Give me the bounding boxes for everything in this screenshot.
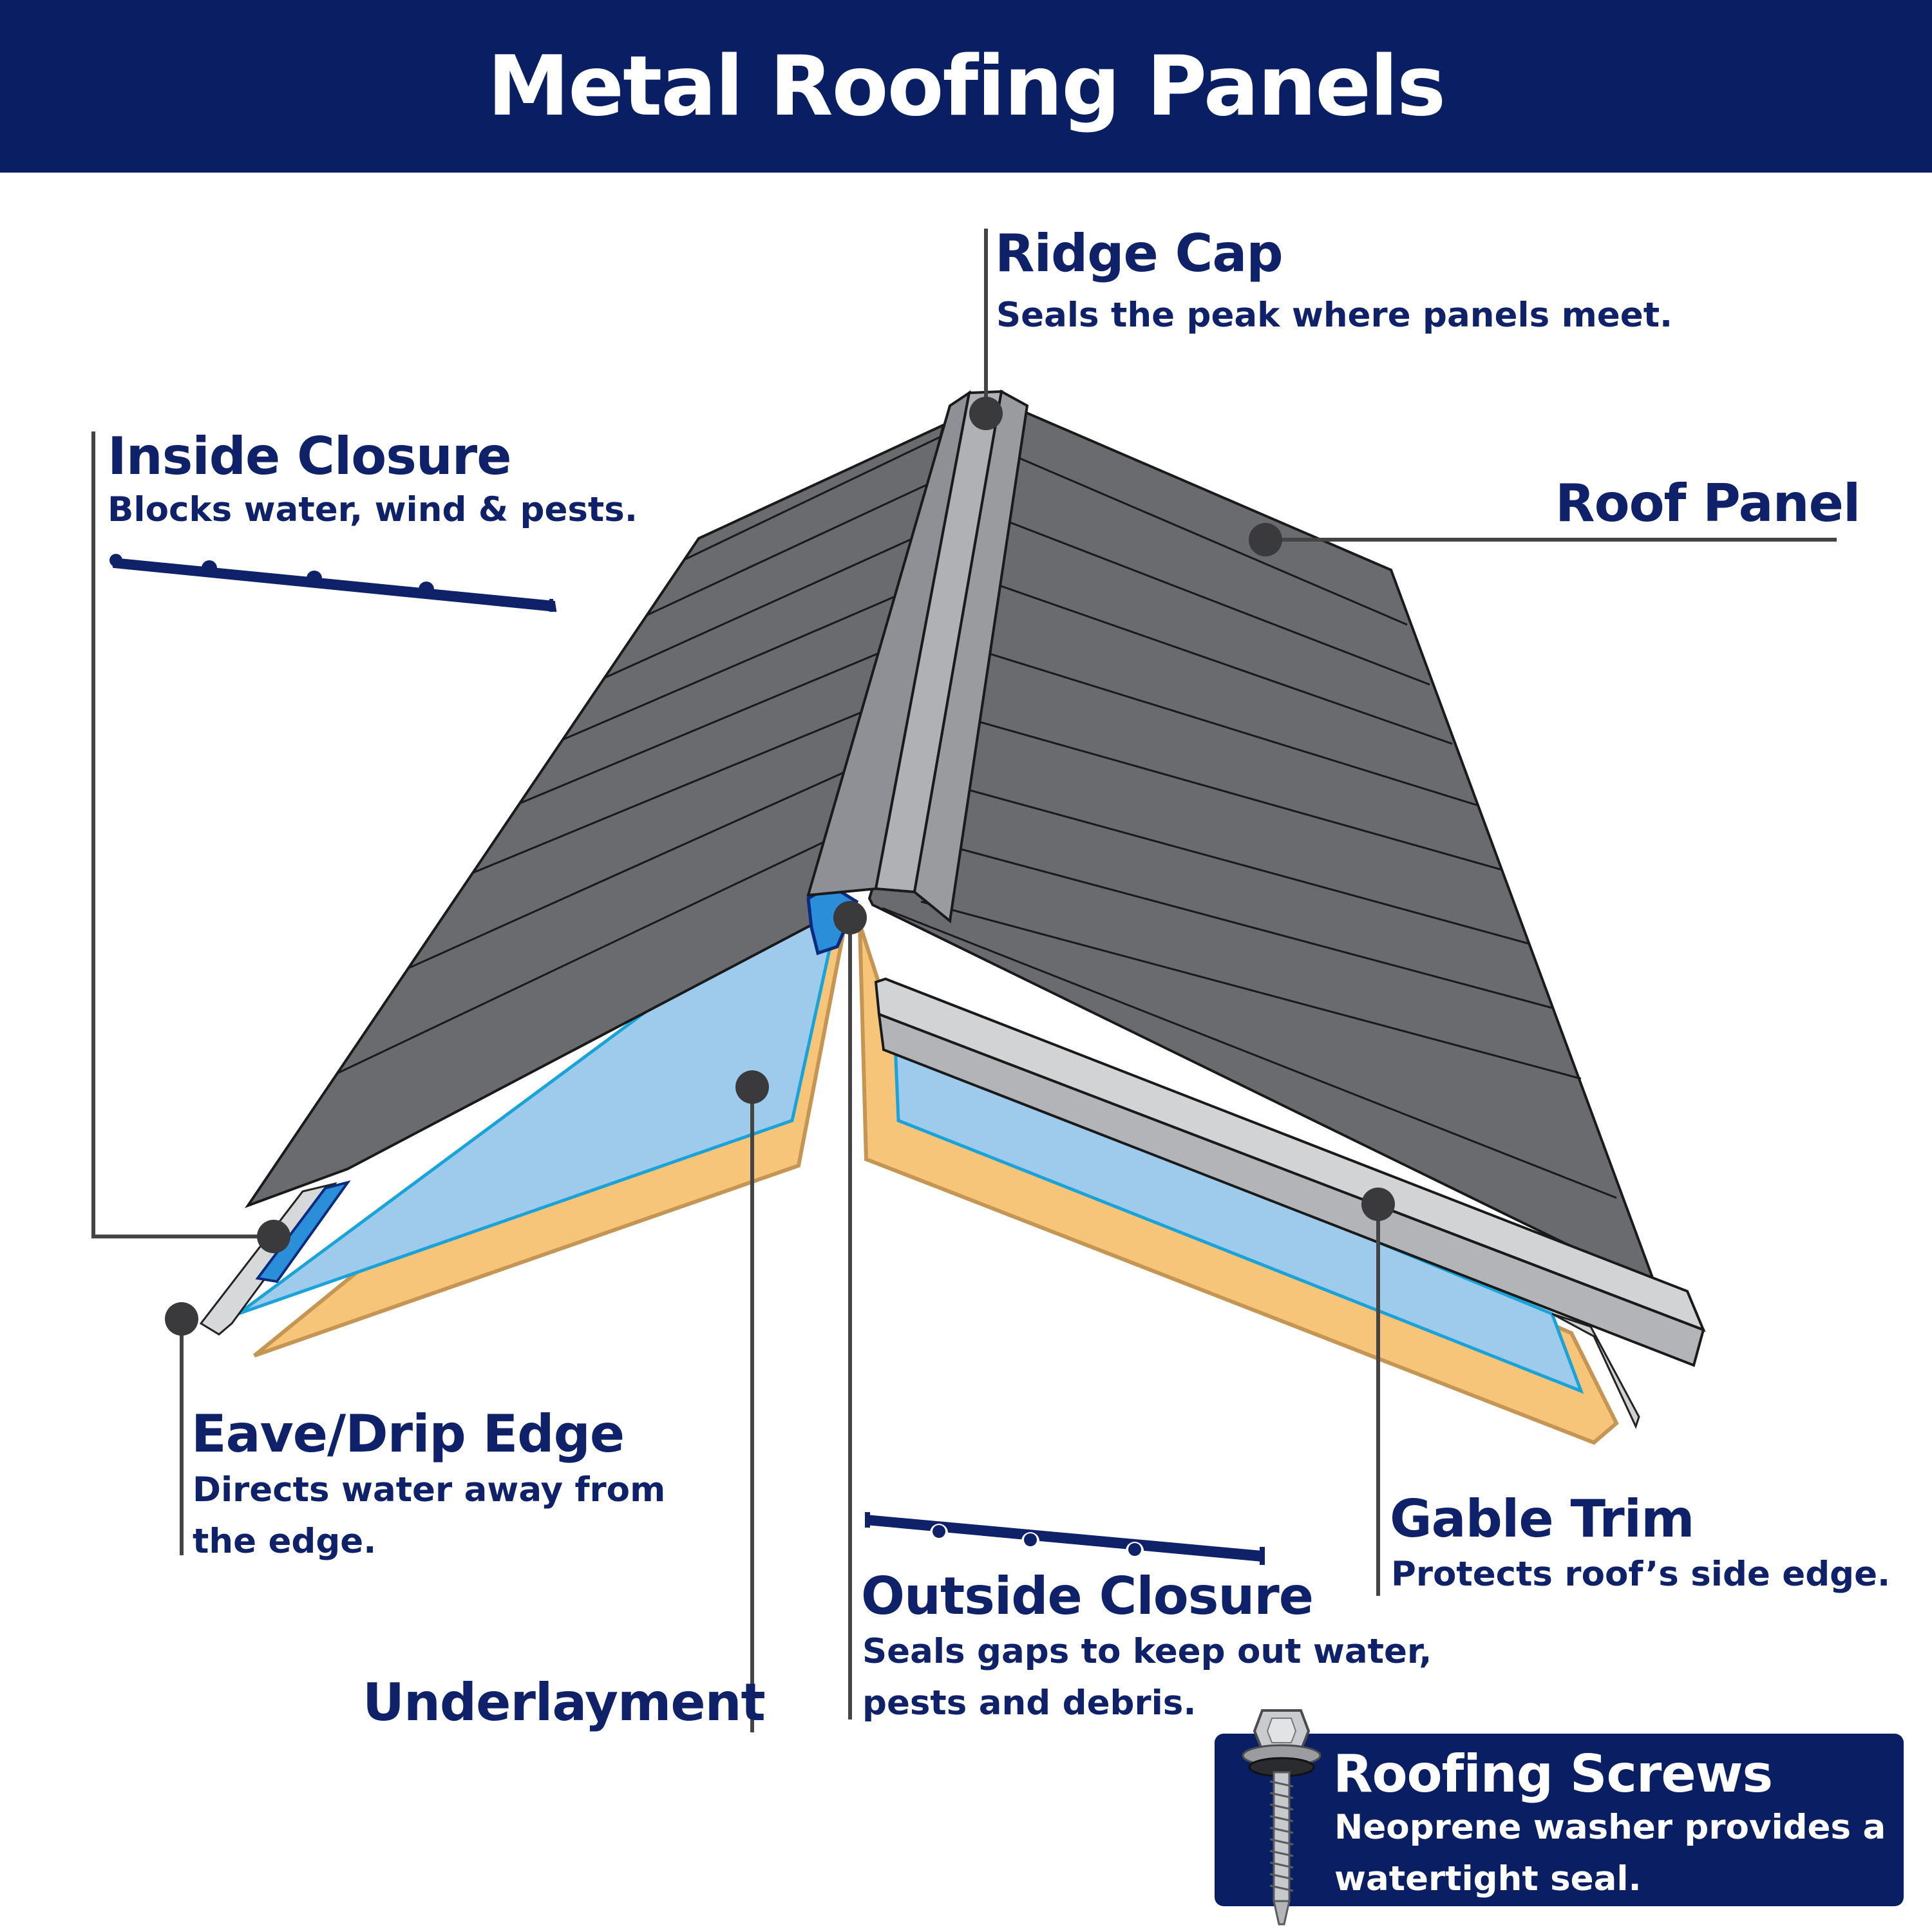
eave-drip-edge-desc: Directs water away from the edge. xyxy=(193,1470,666,1561)
inside-closure-strip-icon xyxy=(109,554,557,612)
right-drip-edge xyxy=(1551,1312,1640,1430)
ridge-cap-title: Ridge Cap xyxy=(995,223,1283,283)
inside-closure-desc: Blocks water, wind & pests. xyxy=(108,490,638,529)
roofing-screws-desc: Neoprene washer provides a watertight se… xyxy=(1334,1808,1886,1899)
header-banner xyxy=(0,0,1932,173)
gable-trim-title: Gable Trim xyxy=(1390,1489,1694,1549)
inside-closure-title: Inside Closure xyxy=(108,426,512,486)
roofing-screws-panel xyxy=(1215,1734,1904,1906)
left-panel-seams xyxy=(337,434,944,1074)
ridge-cap-desc: Seals the peak where panels meet. xyxy=(996,296,1673,335)
underlayment-title: Underlayment xyxy=(363,1672,766,1732)
left-inside-closure-blue xyxy=(255,1180,351,1283)
outside-closure-title: Outside Closure xyxy=(861,1566,1314,1626)
leader-dots xyxy=(165,397,1395,1336)
page-title: Metal Roofing Panels xyxy=(487,38,1446,135)
gable-trim-top xyxy=(874,977,1706,1332)
roof-panel-title: Roof Panel xyxy=(1555,473,1861,533)
eave-drip-edge-title: Eave/Drip Edge xyxy=(191,1404,625,1464)
roofing-screw-icon xyxy=(1242,1709,1321,1926)
ridge-cap-right xyxy=(913,389,1029,923)
gable-trim-face xyxy=(877,1012,1705,1367)
right-panel-seams xyxy=(882,455,1617,1199)
outside-closure-strip-icon xyxy=(865,1512,1265,1565)
gable-trim-desc: Protects roof’s side edge. xyxy=(1391,1555,1891,1594)
outside-closure-desc: Seals gaps to keep out water, pests and … xyxy=(862,1632,1432,1723)
leader-lines xyxy=(91,229,1837,1732)
roofing-screws-title: Roofing Screws xyxy=(1333,1744,1773,1804)
